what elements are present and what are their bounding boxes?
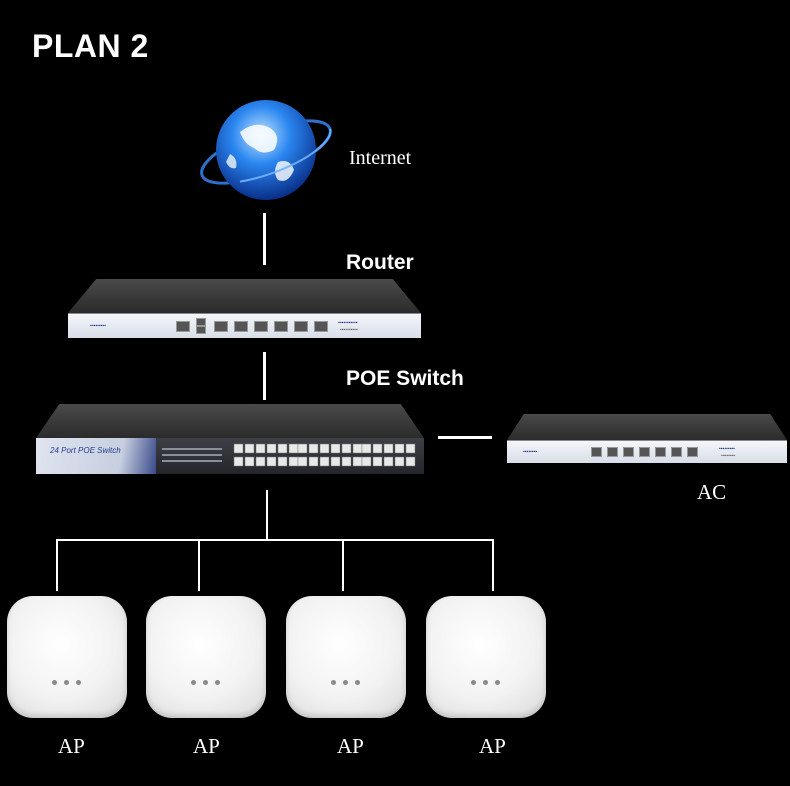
ap-label-3: AP xyxy=(337,734,364,758)
access-point-1 xyxy=(7,596,127,718)
link-ap-1 xyxy=(56,539,58,591)
ac-device: ▪▪▪▪▪▪▪▪ ▪▪▪▪▪▪▪▪▪ ▪▪▪▪▪▪▪▪ xyxy=(507,414,787,463)
access-point-3 xyxy=(286,596,406,718)
link-switch-ac xyxy=(438,436,492,439)
poe-switch-device: 24 Port POE Switch xyxy=(36,404,424,476)
link-ap-3 xyxy=(342,539,344,591)
link-ap-2 xyxy=(198,539,200,591)
switch-led-panel-icon xyxy=(162,448,222,462)
ac-label: AC xyxy=(697,480,727,504)
ap-label-2: AP xyxy=(193,734,220,758)
link-switch-trunk xyxy=(266,490,268,540)
switch-ports-icon xyxy=(233,443,416,467)
ap-label-4: AP xyxy=(479,734,506,758)
router-device: ▪▪▪▪▪▪▪▪▪ ▪▪▪▪▪▪▪▪▪▪▪ ▪▪▪▪▪▪▪▪▪▪ xyxy=(68,279,421,338)
link-ap-4 xyxy=(492,539,494,591)
link-router-switch xyxy=(263,352,266,400)
access-point-2 xyxy=(146,596,266,718)
page-title: PLAN 2 xyxy=(32,28,149,64)
ap-label-1: AP xyxy=(58,734,85,758)
internet-label: Internet xyxy=(349,147,412,169)
switch-front-text: 24 Port POE Switch xyxy=(50,446,121,455)
access-point-4 xyxy=(426,596,546,718)
link-ap-bus xyxy=(56,539,494,541)
poe-switch-label: POE Switch xyxy=(346,367,464,390)
router-label: Router xyxy=(346,251,414,274)
link-internet-router xyxy=(263,213,266,265)
globe-icon xyxy=(200,100,332,200)
